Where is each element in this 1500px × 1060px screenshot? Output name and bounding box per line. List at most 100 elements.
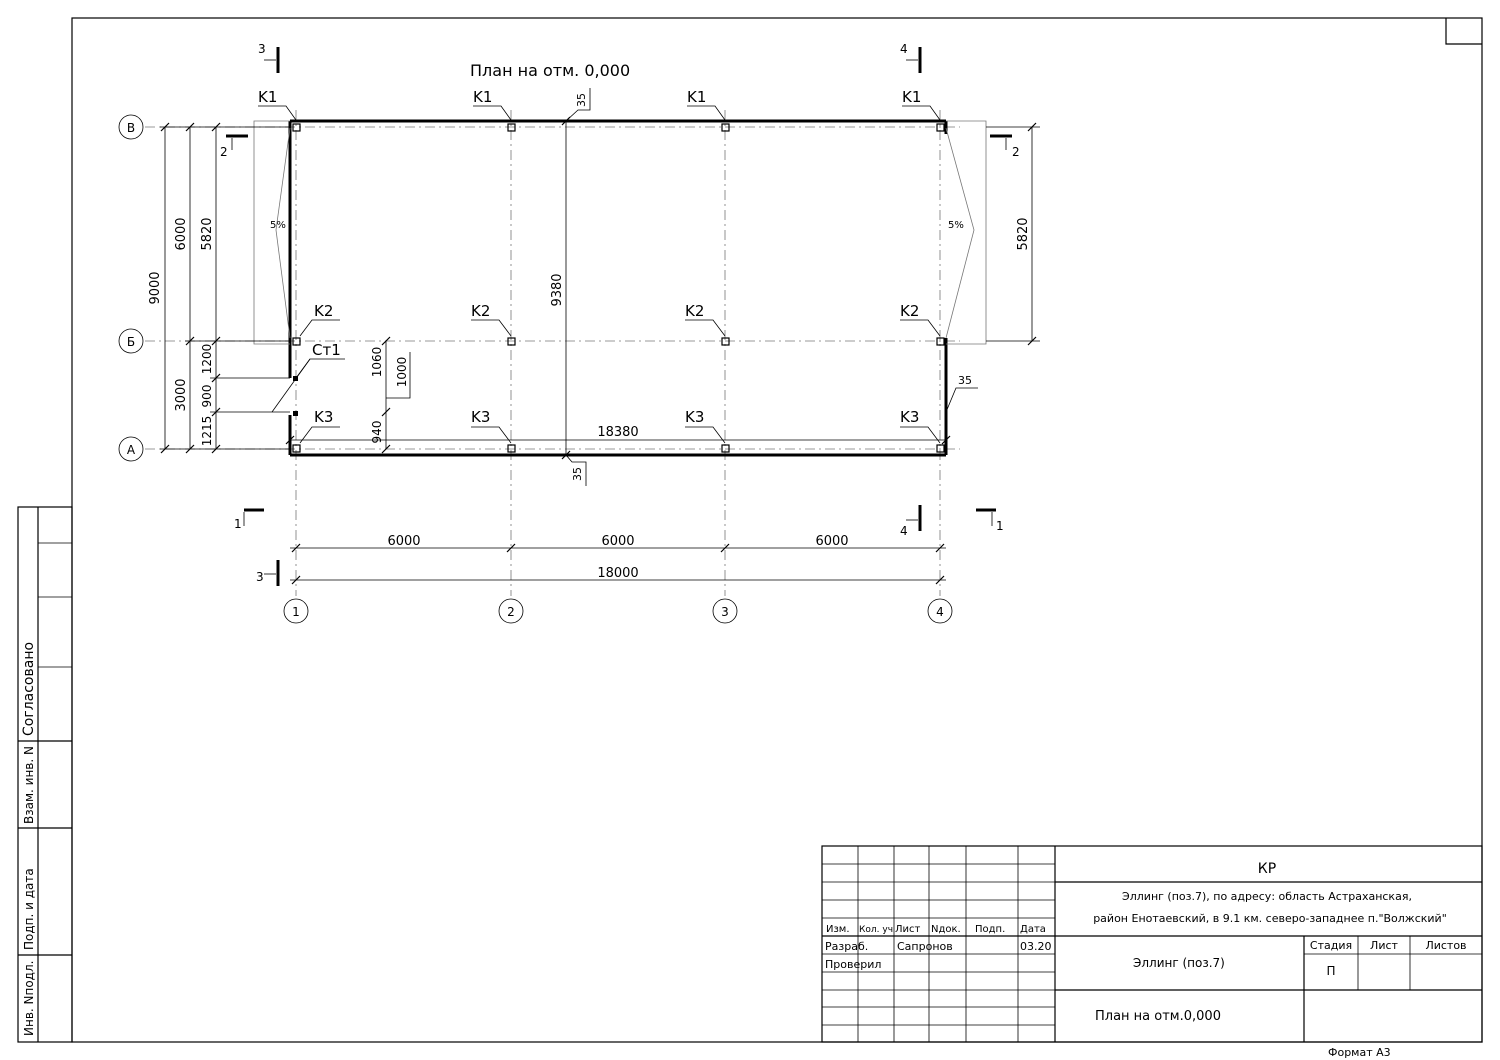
axis-marker-v <box>118 114 144 140</box>
inv-original-label: Инв. Nподл. <box>22 961 36 1036</box>
developer-name: Сапронов <box>897 940 953 953</box>
project-line-2: район Енотаевский, в 9.1 км. северо-запа… <box>1093 912 1447 925</box>
dim-6000-span1: 6000 <box>387 534 420 549</box>
col-kol: Кол. уч <box>859 925 893 935</box>
dim-9000: 9000 <box>148 271 163 304</box>
sheet-frame <box>71 17 1483 1043</box>
section-2-right: 2 <box>1012 145 1020 159</box>
axis-marker-4 <box>927 598 953 624</box>
doc-code: КР <box>1258 861 1276 877</box>
axis-label-4: 4 <box>936 605 944 619</box>
mark-k2: K2 <box>314 302 333 320</box>
column-square <box>721 337 730 346</box>
sheets-label: Листов <box>1425 939 1466 952</box>
axis-marker-b <box>118 328 144 354</box>
column-square <box>292 123 301 132</box>
column-square <box>292 337 301 346</box>
axis-label-b: Б <box>127 335 135 349</box>
dim-900: 900 <box>200 385 214 408</box>
dim-9380: 9380 <box>550 273 565 306</box>
post-marker <box>293 376 298 381</box>
outer-length-dimension: 18380 <box>285 425 951 445</box>
roof-slope-outline: 5% 5% <box>253 120 987 345</box>
section-4-top: 4 <box>900 42 908 56</box>
dim-35-bottom: 35 <box>571 467 584 481</box>
mark-k2: K2 <box>685 302 704 320</box>
axis-marker-a <box>118 436 144 462</box>
building-outline <box>288 119 948 457</box>
column-square <box>936 123 945 132</box>
col-list: Лист <box>895 924 921 935</box>
inner-dimensions: 1060 1000 940 <box>370 336 411 454</box>
role-developer: Разраб. <box>825 940 868 953</box>
column-axis-markers: 1 2 3 4 <box>283 598 953 624</box>
left-sidebar: Согласовано Взам. инв. N Подп. и дата Ин… <box>17 506 73 1043</box>
row-axis-markers: В Б А <box>118 114 144 462</box>
column-square <box>721 444 730 453</box>
right-dimensions: 5820 35 <box>945 122 1040 413</box>
object-name: Эллинг (поз.7) <box>1133 956 1225 970</box>
bottom-dimensions: 6000 6000 6000 18000 <box>290 534 946 585</box>
section-3-bottom: 3 <box>256 570 264 584</box>
axis-label-v: В <box>127 121 135 135</box>
columns <box>292 123 945 453</box>
axis-label-a: А <box>127 443 136 457</box>
axis-marker-1 <box>283 598 309 624</box>
dim-3000: 3000 <box>174 378 189 411</box>
dim-35-right: 35 <box>958 374 972 387</box>
dim-1000: 1000 <box>395 357 409 388</box>
agreed-label: Согласовано <box>21 642 37 736</box>
column-square <box>507 123 516 132</box>
dim-18380: 18380 <box>597 425 638 440</box>
column-marks: K1 K1 K1 K1 K2 K2 K2 K2 K3 K3 K3 K3 Ст1 <box>258 88 941 444</box>
column-square <box>507 337 516 346</box>
stage-label: Стадия <box>1310 939 1352 952</box>
mark-k1: K1 <box>687 88 706 106</box>
dim-1200: 1200 <box>200 344 214 375</box>
axis-grid <box>145 110 960 596</box>
section-4-bottom: 4 <box>900 524 908 538</box>
section-marks: 3 4 2 2 1 1 4 3 <box>220 42 1020 586</box>
col-data: Дата <box>1020 924 1046 935</box>
axis-label-2: 2 <box>507 605 515 619</box>
section-2-left: 2 <box>220 145 228 159</box>
inv-replace-label: Взам. инв. N <box>22 746 36 824</box>
mark-k3: K3 <box>314 408 333 426</box>
dim-1060: 1060 <box>370 347 384 378</box>
section-1-left: 1 <box>234 517 242 531</box>
stage-value: П <box>1326 964 1335 978</box>
role-checker: Проверил <box>825 958 881 971</box>
col-podp: Подп. <box>975 924 1005 935</box>
dim-6000-vertical: 6000 <box>174 217 189 250</box>
mark-k3: K3 <box>471 408 490 426</box>
col-izm: Изм. <box>826 924 850 935</box>
column-square <box>292 444 301 453</box>
mark-k3: K3 <box>685 408 704 426</box>
left-dimensions: 9000 6000 3000 5820 1200 900 1215 <box>148 122 290 454</box>
plan-title: План на отм. 0,000 <box>470 61 630 80</box>
axis-marker-3 <box>712 598 738 624</box>
column-square <box>507 444 516 453</box>
axis-label-3: 3 <box>721 605 729 619</box>
format-label: Формат А3 <box>1328 1046 1391 1059</box>
sheet-title: План на отм.0,000 <box>1095 1009 1221 1024</box>
column-square <box>721 123 730 132</box>
slope-left: 5% <box>270 220 286 231</box>
dim-940: 940 <box>370 421 384 444</box>
mark-k3: K3 <box>900 408 919 426</box>
dim-1215: 1215 <box>200 416 214 447</box>
col-ndok: Nдок. <box>931 924 961 935</box>
mark-k1: K1 <box>902 88 921 106</box>
column-square <box>936 444 945 453</box>
mark-k1: K1 <box>473 88 492 106</box>
title-block: КР Эллинг (поз.7), по адресу: область Ас… <box>821 845 1483 1059</box>
axis-label-1: 1 <box>292 605 300 619</box>
post-marker <box>293 411 298 416</box>
axis-marker-2 <box>498 598 524 624</box>
mark-k2: K2 <box>471 302 490 320</box>
corner-box <box>1445 18 1482 45</box>
dim-5820-left: 5820 <box>200 217 215 250</box>
dim-5820-right: 5820 <box>1016 217 1031 250</box>
dim-18000: 18000 <box>597 566 638 581</box>
